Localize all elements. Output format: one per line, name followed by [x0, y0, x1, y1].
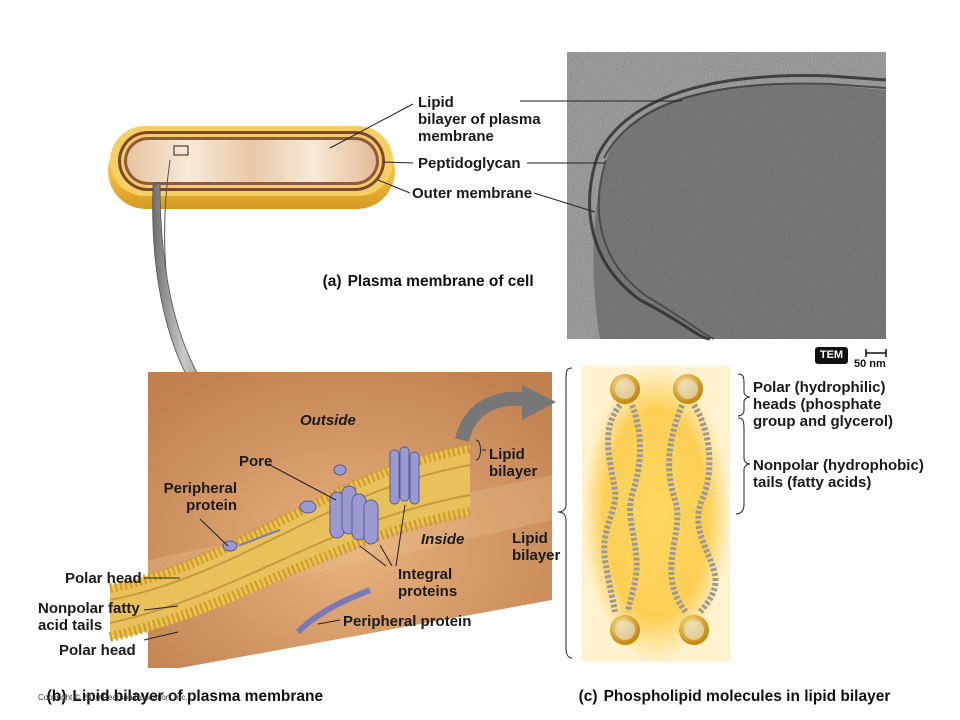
- fatty-acid-tails: [601, 403, 719, 614]
- label-peptidoglycan: Peptidoglycan: [418, 155, 521, 172]
- caption-c: (c) Phospholipid molecules in lipid bilay…: [570, 670, 891, 706]
- label-polar-head-bottom: Polar head: [59, 642, 136, 659]
- scale-bar: [865, 349, 887, 357]
- braces-c: [557, 367, 751, 659]
- label-nonpolar-tails-c: Nonpolar (hydrophobic) tails (fatty acid…: [753, 457, 924, 491]
- label-pore: Pore: [239, 453, 273, 470]
- caption-b-text: Lipid bilayer of plasma membrane: [72, 688, 324, 705]
- label-inside: Inside: [421, 531, 465, 548]
- tem-micrograph: [567, 52, 887, 341]
- integral-protein-helix: [389, 446, 420, 505]
- tem-badge: TEM: [815, 347, 848, 364]
- caption-b: (b) Lipid bilayer of plasma membrane: [38, 670, 323, 706]
- caption-c-text: Phospholipid molecules in lipid bilayer: [603, 688, 891, 705]
- caption-c-letter: (c): [578, 688, 598, 705]
- caption-a-letter: (a): [322, 273, 342, 290]
- label-polar-head-top: Polar head: [65, 570, 142, 587]
- polar-head-top-left: [610, 374, 640, 404]
- leader-lines-a: [329, 100, 682, 213]
- label-lipid-bilayer-b: Lipid bilayer: [489, 446, 538, 480]
- polar-head-bottom-left: [610, 615, 640, 645]
- label-lipid-bilayer-c: Lipid bilayer: [512, 530, 561, 564]
- leader-lines-b: [143, 439, 486, 641]
- label-polar-heads: Polar (hydrophilic) heads (phosphate gro…: [753, 379, 894, 430]
- zoom-arrow-b-to-c: [455, 385, 556, 442]
- label-integral-proteins: Integral proteins: [398, 566, 458, 600]
- cell-illustration: [108, 126, 395, 209]
- label-peripheral-protein-top: Peripheral protein: [163, 480, 237, 514]
- label-outer-membrane: Outer membrane: [412, 185, 533, 202]
- label-peripheral-protein-bottom: Peripheral protein: [343, 613, 472, 630]
- caption-b-letter: (b): [46, 688, 67, 705]
- polar-head-top-right: [673, 374, 703, 404]
- caption-a: (a) Plasma membrane of cell: [314, 255, 534, 291]
- membrane-panel: [108, 372, 556, 668]
- label-lipid-bilayer-a: Lipid bilayer of plasma membrane: [418, 94, 541, 145]
- integral-protein-pore: [329, 485, 379, 545]
- peripheral-proteins: [222, 464, 372, 635]
- phospholipid-panel: [582, 366, 730, 662]
- label-nonpolar-tails: Nonpolar fatty acid tails: [38, 600, 140, 634]
- label-outside: Outside: [300, 412, 356, 429]
- copyright-notice: Copyright © 2010 Pearson Education, Inc.: [38, 693, 188, 702]
- caption-a-text: Plasma membrane of cell: [347, 273, 534, 290]
- polar-head-bottom-right: [679, 615, 709, 645]
- scale-bar-label: 50 nm: [854, 358, 886, 370]
